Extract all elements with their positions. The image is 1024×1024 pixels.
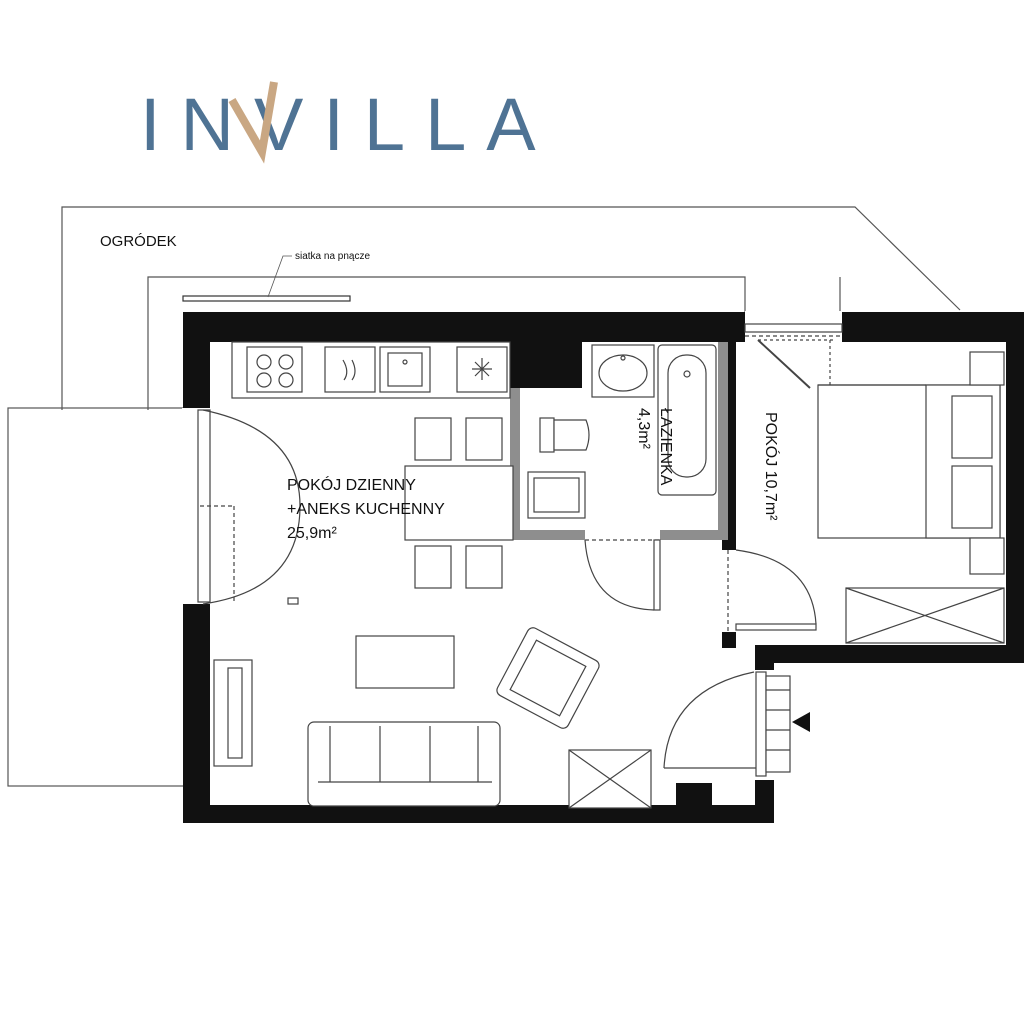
bedroom-window: [744, 323, 843, 389]
bedroom-label: POKÓJ 10,7m²: [762, 412, 781, 521]
kitchen-counter: [231, 341, 511, 399]
bedroom-name: POKÓJ 10,7m²: [762, 412, 781, 521]
bed: [817, 384, 1001, 539]
brand-logo-text: INVILLA: [140, 83, 556, 166]
entrance-door[interactable]: [663, 671, 791, 777]
bedroom-window-opening: [745, 311, 842, 343]
bedroom-partitions: [722, 342, 736, 648]
nightstand-top: [969, 351, 1005, 386]
bathroom-name: ŁAZIENKA: [657, 408, 674, 486]
tv-cabinet: [213, 659, 253, 767]
sofa: [307, 721, 501, 807]
bathroom-fixtures: [527, 344, 717, 519]
shoe-cabinet: [568, 749, 652, 809]
dishwasher-icon: [324, 346, 376, 393]
wardrobe: [845, 587, 1005, 644]
washing-machine: [527, 471, 586, 519]
coffee-table: [355, 635, 455, 689]
living-room-name: POKÓJ DZIENNY: [287, 475, 416, 494]
entrance-arrow-icon: [792, 712, 810, 732]
wall-block: [510, 342, 582, 388]
bathroom-area: 4,3m²: [635, 408, 652, 450]
stove-icon: [246, 346, 303, 393]
living-room-subname: +ANEKS KUCHENNY: [287, 501, 445, 518]
bathroom-door[interactable]: [584, 539, 661, 611]
bedroom-door[interactable]: [727, 549, 817, 632]
toilet: [539, 417, 590, 453]
living-room-label: POKÓJ DZIENNY +ANEKS KUCHENNY 25,9m²: [287, 475, 445, 542]
living-furniture: [213, 627, 652, 809]
trellis-label: siatka na pnącze: [295, 251, 370, 262]
brand-logo-accent: [228, 81, 278, 164]
living-room-area: 25,9m²: [287, 525, 337, 542]
bathroom-label: ŁAZIENKA 4,3m²: [635, 408, 674, 486]
brand-logo: INVILLA: [140, 81, 556, 166]
terrace-door[interactable]: [197, 409, 301, 605]
trellis: siatka na pnącze: [182, 251, 370, 302]
entrance-wall-stub: [676, 783, 712, 807]
bedroom-furniture: [817, 351, 1005, 644]
nightstand-bottom: [969, 537, 1005, 575]
armchair: [496, 627, 600, 729]
dining-set: [404, 417, 514, 589]
bathroom-partitions: [510, 342, 728, 540]
garden-label: OGRÓDEK: [100, 233, 177, 250]
